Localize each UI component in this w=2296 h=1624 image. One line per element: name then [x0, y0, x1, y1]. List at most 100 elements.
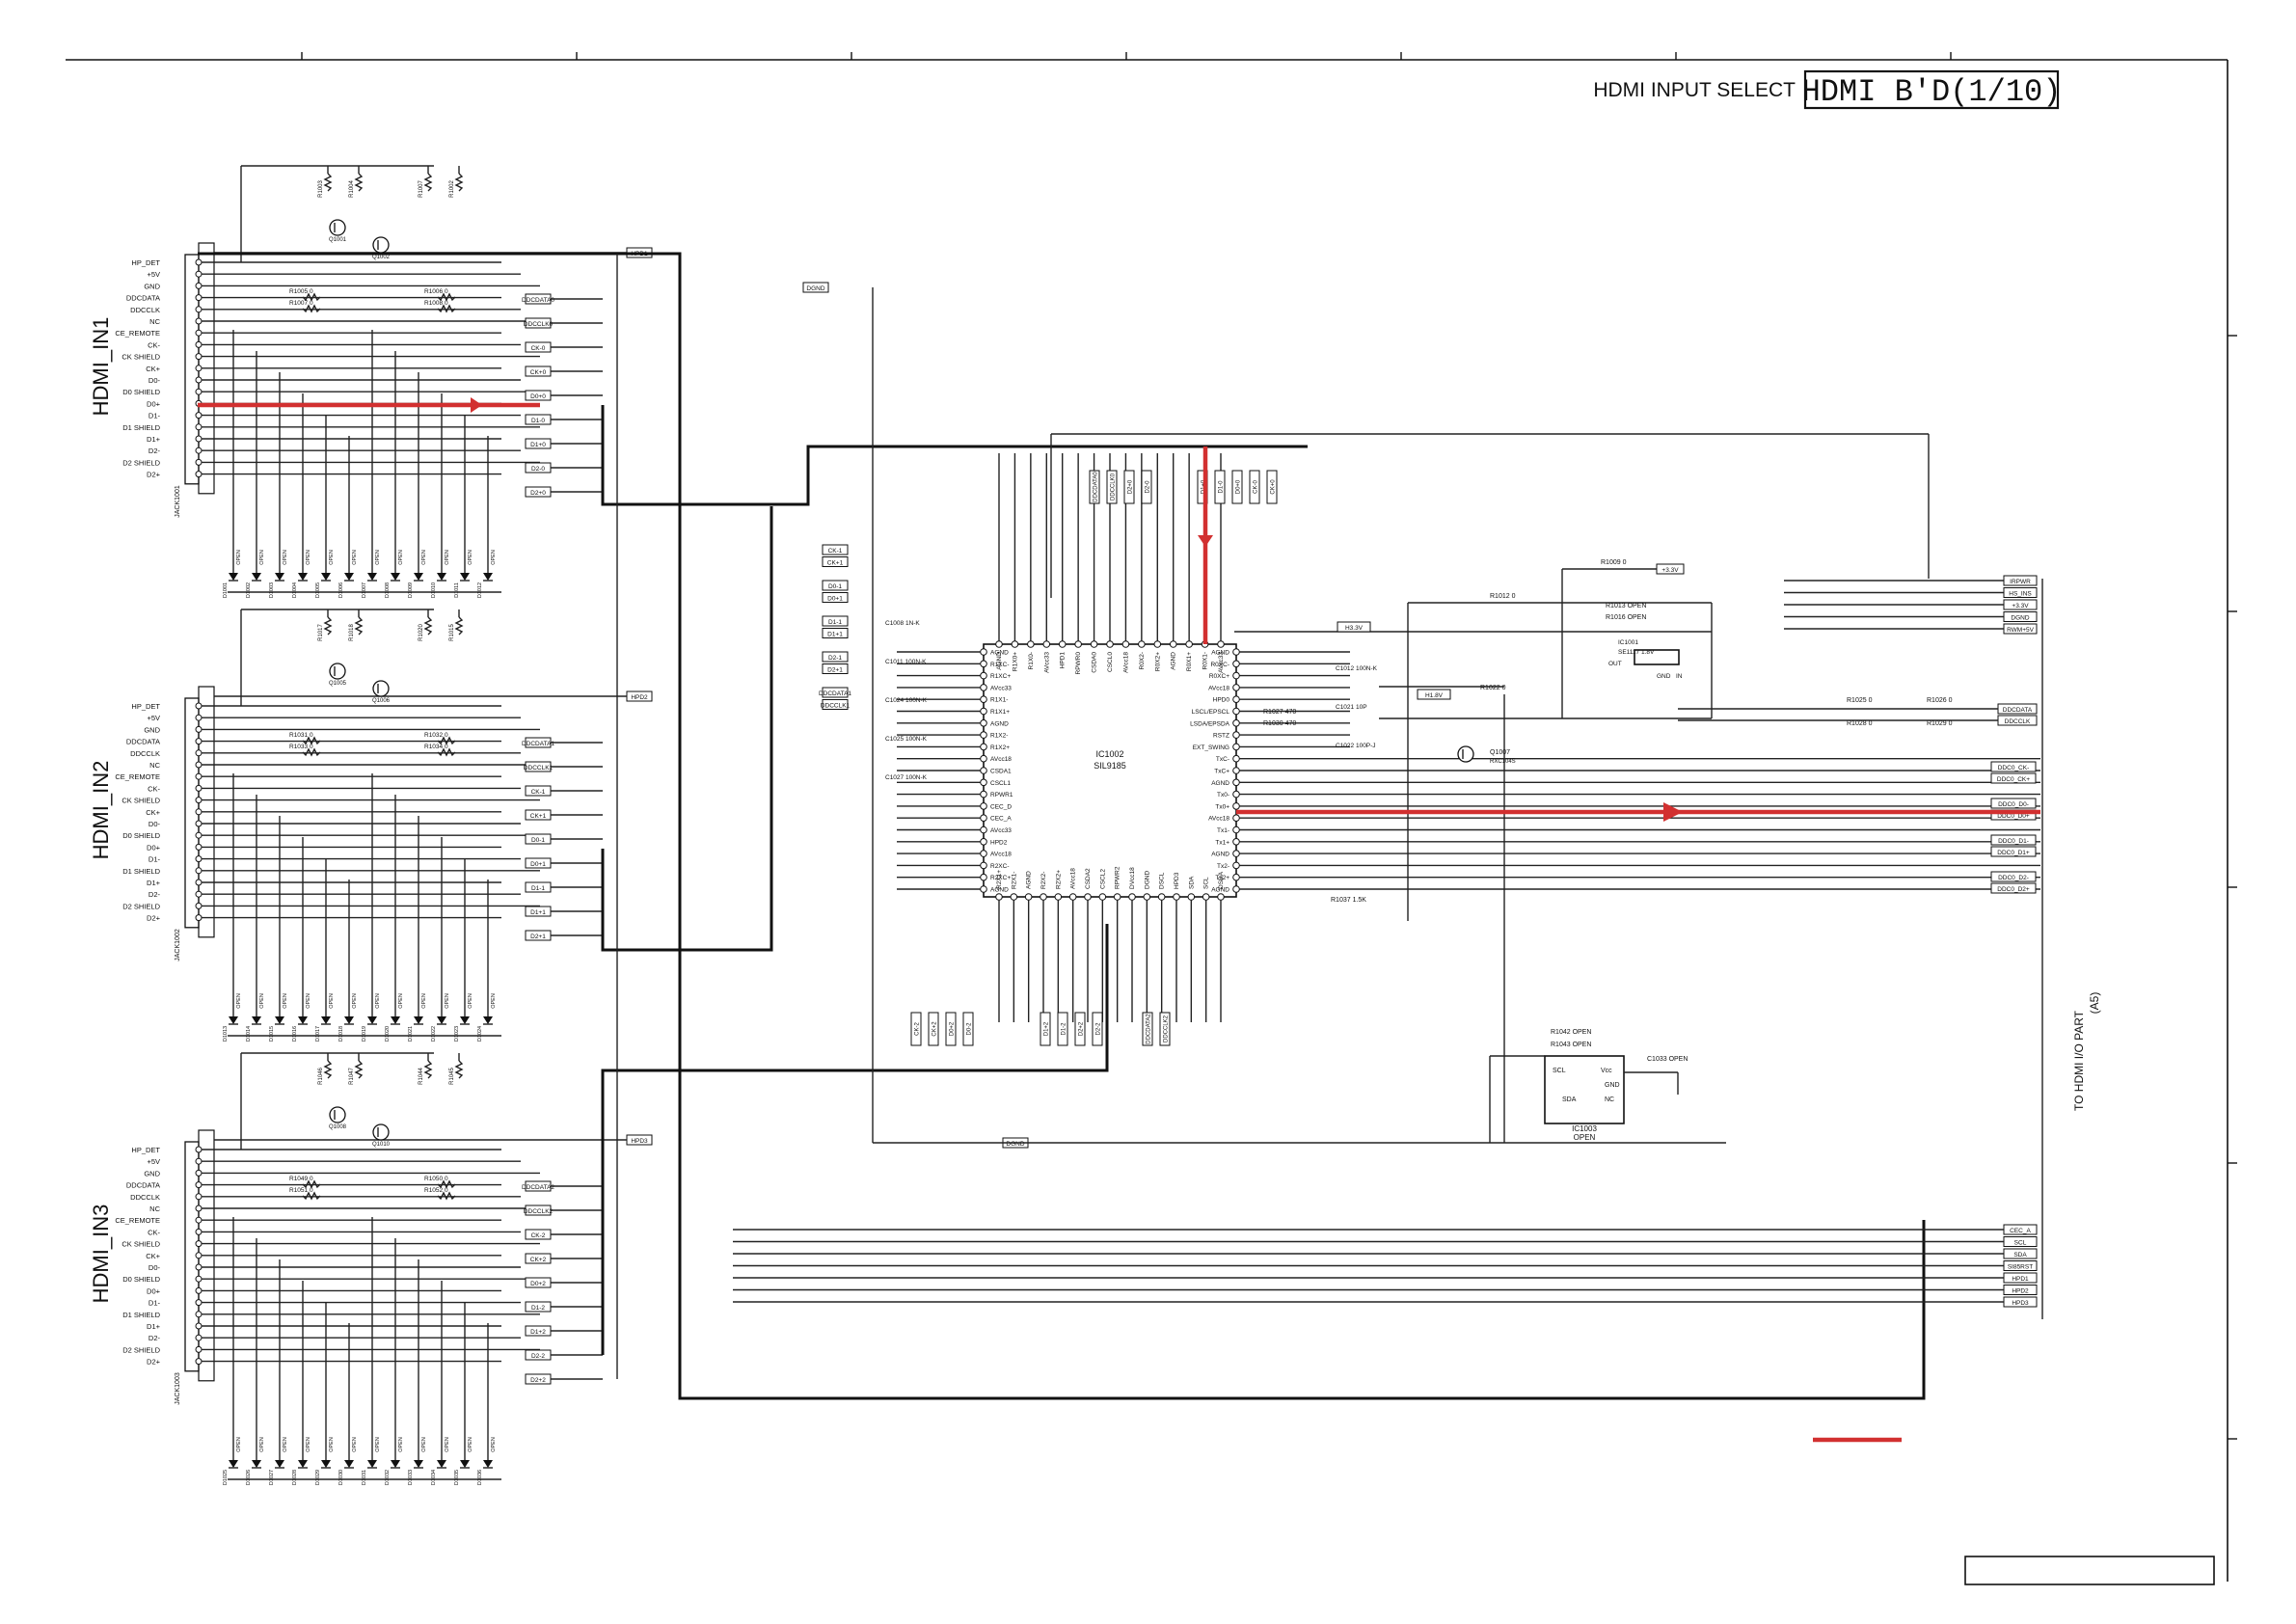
ic-pin-label: R0X1- [1202, 652, 1209, 669]
pullup-resistor [423, 616, 433, 636]
connector-pin-label: D0- [149, 820, 161, 828]
connector-pin-label: CK+ [146, 365, 160, 373]
series-resistor-ref: R1006 0 [424, 288, 448, 295]
p33-net-label-box [1656, 563, 1685, 575]
connector-pin [195, 282, 203, 289]
ic-pin [1153, 640, 1162, 648]
ic-pin [1040, 893, 1047, 901]
esd-diode [367, 1460, 377, 1468]
connector-pin-label: D0+ [147, 399, 161, 408]
diode-value: OPEN [306, 1437, 311, 1452]
net-label: DDCCLK0 [524, 321, 554, 328]
diode-value: OPEN [329, 550, 335, 565]
connector-pin [195, 797, 203, 804]
eeprom-part-label: C1033 OPEN [1647, 1056, 1688, 1063]
ic-net-label: D1+1 [827, 632, 843, 638]
esd-diode [483, 573, 493, 581]
connector-pin-label: CK SHIELD [122, 1240, 160, 1249]
ic-pin [1090, 640, 1098, 648]
connector-pin [195, 1157, 203, 1165]
connector-pin-label: CK- [148, 340, 160, 349]
ic-pin [995, 640, 1003, 648]
diode-value: OPEN [352, 993, 358, 1009]
ic-bottom-net: D2-2 [1096, 1022, 1102, 1036]
ic-pin-label: R1XC+ [990, 673, 1011, 680]
ic-pin [1232, 861, 1240, 870]
esd-diode [483, 1016, 493, 1024]
series-resistor-ref: R1049 0 [289, 1176, 313, 1182]
connector-pin-label: D2- [149, 890, 161, 899]
series-resistor [437, 736, 456, 745]
net-label: D0-1 [531, 837, 545, 844]
ic-pin [1232, 648, 1240, 656]
ic-pin-label: DGND [1144, 871, 1150, 889]
esd-diode [344, 573, 354, 581]
esd-diode [321, 1016, 331, 1024]
diode-ref: D1025 [223, 1470, 229, 1485]
ic-pin-label: SDA [1188, 876, 1195, 889]
ic-net-label: D0+1 [827, 596, 843, 603]
ic-pin [1232, 814, 1240, 823]
connector-pin-label: NC [149, 1204, 160, 1213]
ic-pin [980, 885, 987, 893]
right-resistor-ref: R1025 0 [1847, 697, 1873, 704]
diode-ref: D1015 [269, 1026, 275, 1042]
ic1002-ref: IC1002 [1095, 749, 1123, 759]
signal-arrow [1198, 535, 1213, 547]
ic-pin-label: Tx2- [1217, 863, 1229, 870]
ic-pin-label: AGND [1211, 650, 1229, 657]
output-net-label: DDC0_D0+ [1997, 813, 2030, 820]
ic-pin-label: AVcc18 [1070, 868, 1077, 889]
right-resistor-ref: R1012 0 [1490, 593, 1516, 600]
connector-pin [195, 1345, 203, 1353]
connector-pin [195, 1193, 203, 1201]
esd-diode [321, 573, 331, 581]
ic-pin [980, 790, 987, 798]
connector-pin [195, 447, 203, 454]
connector-pin-label: D0- [149, 1263, 161, 1272]
net-label: D2+2 [530, 1377, 546, 1384]
ic-cap-label: C1025 100N-K [885, 736, 928, 743]
bus-wire-in2 [601, 506, 773, 952]
pullup-resistor [323, 173, 333, 192]
series-resistor-ref: R1031 0 [289, 732, 313, 739]
ic-net-label-box [822, 615, 849, 627]
ic-pin-label: AVcc33 [1218, 652, 1225, 673]
connector-pin-label: D2 SHIELD [122, 902, 160, 910]
connector-pin-label: DDCDATA [126, 1181, 160, 1190]
output-net-label-box [1990, 761, 2037, 772]
connector-pin [195, 1358, 203, 1366]
right-cap-label: C1021 10P [1336, 704, 1367, 711]
net-label: CK+1 [530, 813, 547, 820]
diode-value: OPEN [398, 993, 404, 1009]
net-label: CK+2 [530, 1257, 547, 1263]
ddc-out-net-label: DDCCLK [2005, 718, 2031, 725]
connector-pin-label: D1 SHIELD [122, 867, 160, 876]
ic-pin-label: R1X0+ [1012, 652, 1018, 671]
ic-pin-label: AGND [1171, 652, 1177, 670]
connector-pin [195, 902, 203, 909]
ic-pin-label: R2X2- [1040, 872, 1047, 889]
connector-pin-label: HP_DET [131, 258, 160, 267]
hdmi-in-block-3: HDMI_IN3JACK1003HP_DET+5VGNDDDCDATADDCCL… [89, 1052, 653, 1485]
ic-pin-label: AVcc18 [1122, 652, 1129, 673]
connector-pin [195, 1275, 203, 1283]
resistor-ref: R1020 [419, 624, 424, 641]
connector-pin [195, 423, 203, 431]
connector-pin [195, 843, 203, 851]
diode-ref: D1004 [292, 582, 298, 598]
diode-value: OPEN [445, 550, 450, 565]
transistor [1457, 745, 1474, 763]
ic-pin-label: CSCL2 [1099, 869, 1106, 889]
ic-bottom-net-box [910, 1012, 922, 1046]
connector-pin [195, 376, 203, 384]
connector-title: HDMI_IN2 [89, 761, 113, 860]
diode-ref: D1029 [315, 1470, 321, 1485]
diode-value: OPEN [468, 993, 473, 1009]
diode-value: OPEN [445, 993, 450, 1009]
resistor-ref: R1007 [419, 180, 424, 198]
diode-ref: D1016 [292, 1026, 298, 1042]
esd-diode [460, 573, 470, 581]
hdmi-in-block-1: HDMI_IN1JACK1001HP_DET+5VGNDDDCDATADDCCL… [89, 165, 653, 598]
diode-ref: D1023 [454, 1026, 460, 1042]
